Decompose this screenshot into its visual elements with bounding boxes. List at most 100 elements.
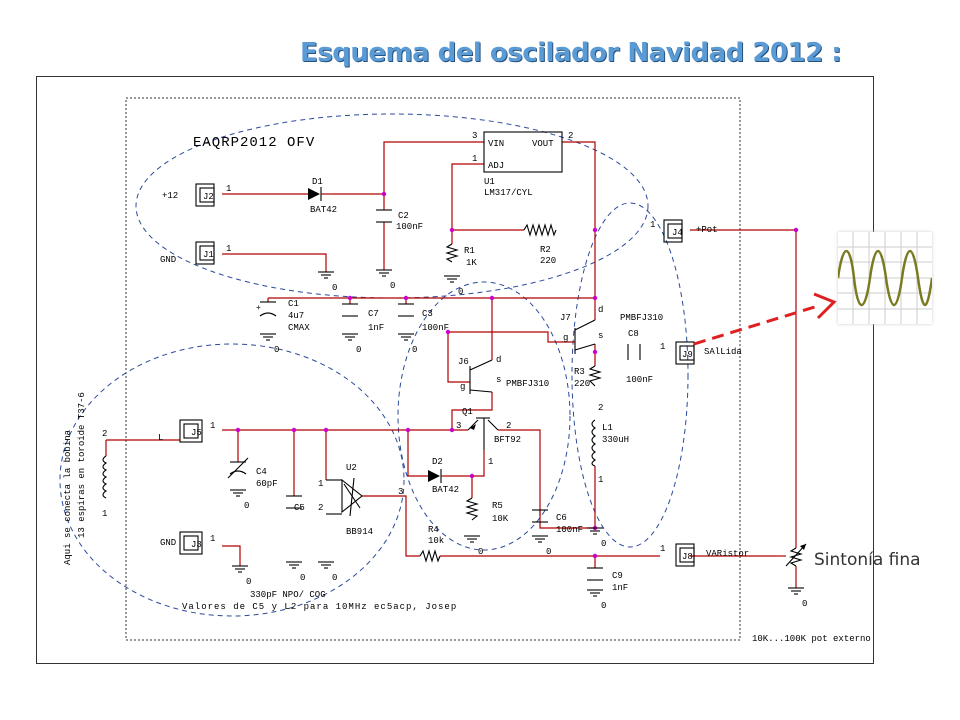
ground-label: 0 <box>478 547 483 557</box>
svg-text:GND: GND <box>160 538 176 548</box>
svg-text:1K: 1K <box>466 258 477 268</box>
connector-j9: J9 SAlLida 1 <box>660 341 742 365</box>
capacitor-c2: C2 100nF <box>376 209 423 232</box>
ground-label: 0 <box>412 345 417 355</box>
svg-text:10k: 10k <box>428 536 444 546</box>
svg-text:1nF: 1nF <box>368 323 384 333</box>
ground-symbol: 0 <box>587 589 606 611</box>
group-oscillator <box>397 281 571 551</box>
svg-text:1: 1 <box>660 342 665 352</box>
svg-text:LM317/CYL: LM317/CYL <box>484 188 533 198</box>
connector-j5: J5 L 1 2 <box>102 419 215 443</box>
svg-text:J6: J6 <box>458 357 469 367</box>
svg-text:C9: C9 <box>612 571 623 581</box>
svg-text:1: 1 <box>660 544 665 554</box>
svg-text:L1: L1 <box>602 423 613 433</box>
ground-label: 0 <box>246 577 251 587</box>
svg-text:3: 3 <box>398 487 403 497</box>
capacitor-c7: C7 1nF <box>342 303 384 333</box>
capacitor-c8: C8 100nF <box>626 329 653 385</box>
svg-text:100nF: 100nF <box>396 222 423 232</box>
ground-label: 0 <box>274 345 279 355</box>
junctions <box>235 191 799 559</box>
resistor-r3: R3 220 <box>574 365 602 389</box>
ground-label: 0 <box>546 547 551 557</box>
svg-text:J1: J1 <box>203 250 214 260</box>
resistor-r2: R2 220 <box>523 223 557 266</box>
svg-text:J9: J9 <box>682 350 693 360</box>
svg-text:g: g <box>563 333 568 343</box>
capacitor-c1: + C1 4u7 CMAX <box>256 299 310 333</box>
sheet-title: EAQRP2012 OFV <box>193 135 315 151</box>
coil-note-2: 13 espiras en toroide T37-6 <box>77 392 87 538</box>
ground-symbol: 0 <box>318 561 337 583</box>
capacitor-c5: C5 <box>286 495 305 513</box>
inductor-l1: L1 330uH 2 1 <box>591 403 629 485</box>
svg-text:R4: R4 <box>428 525 439 535</box>
svg-text:d: d <box>598 305 603 315</box>
svg-text:2: 2 <box>568 131 573 141</box>
svg-text:d: d <box>496 355 501 365</box>
svg-text:SAlLida: SAlLida <box>704 347 742 357</box>
svg-text:g: g <box>460 382 465 392</box>
svg-text:J2: J2 <box>203 192 214 202</box>
svg-text:1: 1 <box>210 534 215 544</box>
group-buffer <box>571 202 689 548</box>
svg-text:100nF: 100nF <box>556 525 583 535</box>
svg-text:1: 1 <box>226 184 231 194</box>
ground-label: 0 <box>601 601 606 611</box>
svg-text:J7: J7 <box>560 313 571 323</box>
svg-text:330uH: 330uH <box>602 435 629 445</box>
svg-text:s: s <box>598 331 603 341</box>
sine-waveform-image <box>836 232 934 324</box>
svg-text:C8: C8 <box>628 329 639 339</box>
svg-text:2: 2 <box>506 421 511 431</box>
svg-text:VIN: VIN <box>488 139 504 149</box>
svg-text:2: 2 <box>102 429 107 439</box>
output-arrow <box>693 292 837 346</box>
svg-text:1: 1 <box>318 479 323 489</box>
svg-text:VOUT: VOUT <box>532 139 554 149</box>
connector-j3: J3 GND 1 <box>160 531 215 555</box>
svg-text:C4: C4 <box>256 467 267 477</box>
svg-text:BB914: BB914 <box>346 527 373 537</box>
transistor-j7: J7 PMBFJ310 d g s <box>560 305 663 354</box>
svg-text:BAT42: BAT42 <box>432 485 459 495</box>
resistor-r4: R4 10k <box>419 525 444 563</box>
ground-label: 0 <box>458 287 463 297</box>
svg-text:J8: J8 <box>682 552 693 562</box>
svg-text:1: 1 <box>650 220 655 230</box>
svg-text:GND: GND <box>160 255 176 265</box>
svg-text:220: 220 <box>574 379 590 389</box>
svg-text:J4: J4 <box>672 228 683 238</box>
svg-text:100nF: 100nF <box>422 323 449 333</box>
ground-label: 0 <box>300 573 305 583</box>
svg-text:ADJ: ADJ <box>488 161 504 171</box>
capacitor-c6: C6 100nF <box>532 509 583 535</box>
ground-symbol: 0 <box>318 271 337 293</box>
ground-symbol: 0 <box>342 333 361 355</box>
ground-symbol: 0 <box>444 275 463 297</box>
ground-symbol: 0 <box>230 489 249 511</box>
sine-wave <box>836 250 934 306</box>
svg-text:PMBFJ310: PMBFJ310 <box>506 379 549 389</box>
svg-text:1: 1 <box>226 244 231 254</box>
svg-text:+12: +12 <box>162 191 178 201</box>
svg-text:R1: R1 <box>464 246 475 256</box>
svg-text:1: 1 <box>210 421 215 431</box>
svg-text:J5: J5 <box>191 428 202 438</box>
svg-text:60pF: 60pF <box>256 479 278 489</box>
group-tank <box>59 343 405 617</box>
page-title: Esquema del oscilador Navidad 2012 : <box>300 38 842 68</box>
svg-text:1: 1 <box>488 457 493 467</box>
svg-text:L: L <box>158 433 163 443</box>
transistor-j6: J6 PMBFJ310 d g s <box>458 355 549 394</box>
svg-text:220: 220 <box>540 256 556 266</box>
svg-text:BFT92: BFT92 <box>494 435 521 445</box>
values-note: Valores de C5 y L2 para 10MHz ec5acp, Jo… <box>182 602 457 612</box>
svg-text:0: 0 <box>802 599 807 609</box>
svg-text:10K: 10K <box>492 514 509 524</box>
svg-text:1: 1 <box>472 154 477 164</box>
